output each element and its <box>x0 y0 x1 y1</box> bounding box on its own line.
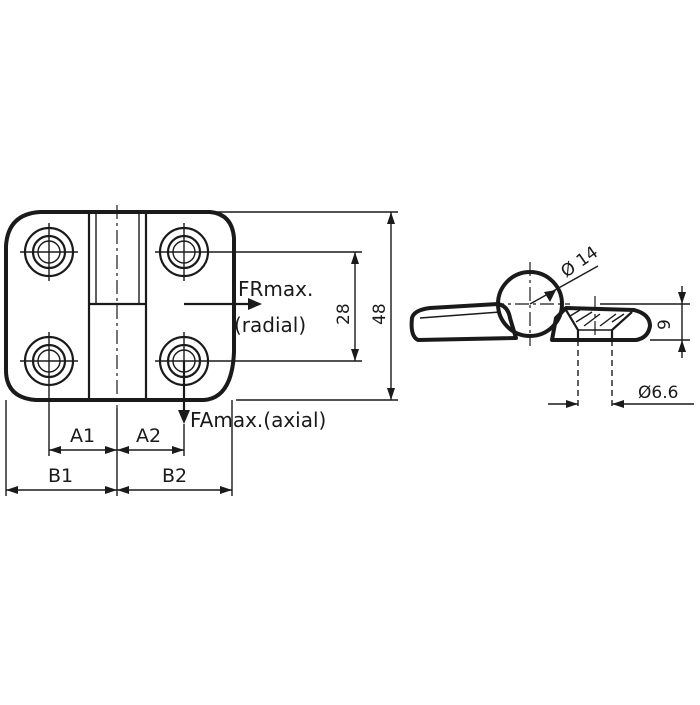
label-b1: B1 <box>48 465 73 487</box>
dimension-28 <box>351 252 359 361</box>
axial-force-arrow <box>178 361 190 424</box>
hole-top-left <box>20 223 78 281</box>
label-a2: A2 <box>136 425 161 447</box>
side-right-leaf <box>550 306 652 342</box>
dia14-leader <box>529 265 599 305</box>
dimension-48 <box>387 212 395 400</box>
side-view: Ø 14 9 Ø6.6 <box>409 243 694 410</box>
dimension-9 <box>678 286 686 358</box>
hinge-body-outline <box>4 210 236 402</box>
label-radial: (radial) <box>234 313 306 337</box>
dimension-dia66 <box>548 400 694 408</box>
dim-dia66: Ø6.6 <box>638 383 678 403</box>
dimension-a <box>49 446 184 454</box>
dim-28: 28 <box>334 303 354 325</box>
front-view: FRmax. (radial) FAmax.(axial) A1 A2 <box>4 205 398 496</box>
label-fa-max: FAmax.(axial) <box>190 408 326 432</box>
dim-9: 9 <box>655 319 675 330</box>
label-fr-max: FRmax. <box>238 277 313 301</box>
hole-bottom-left <box>20 332 78 390</box>
dimension-b <box>6 486 232 494</box>
dim-48: 48 <box>370 303 390 325</box>
hole-top-right <box>155 223 213 281</box>
label-a1: A1 <box>70 425 95 447</box>
radial-force-arrow <box>184 298 262 310</box>
label-b2: B2 <box>162 465 187 487</box>
side-left-leaf <box>409 302 518 342</box>
